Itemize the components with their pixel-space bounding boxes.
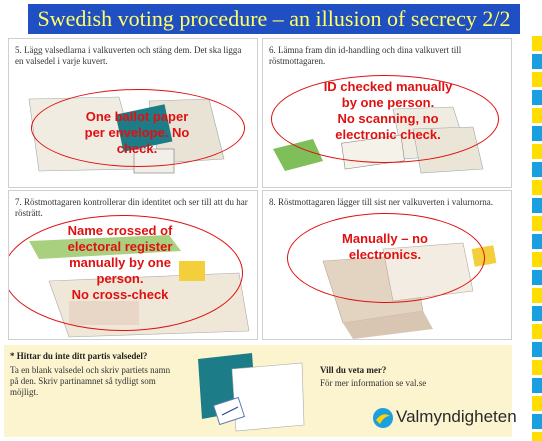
annotation-label: Name crossed of electoral register manua…	[67, 223, 173, 302]
info-right-text: För mer information se val.se	[320, 378, 427, 388]
info-right-title: Vill du veta mer?	[320, 365, 387, 375]
valmyndigheten-logo: Valmyndigheten	[370, 405, 517, 431]
info-left-title: * Hittar du inte ditt partis valsedel?	[10, 351, 148, 361]
step-8-panel: 8. Röstmottagaren lägger till sist ner v…	[262, 190, 512, 340]
slide-title: Swedish voting procedure – an illusion o…	[28, 4, 520, 34]
step-7-panel: 7. Röstmottagaren kontrollerar din ident…	[8, 190, 258, 340]
annotation-ellipse	[287, 213, 485, 303]
annotation-ellipse	[31, 89, 245, 167]
step-6-text: 6. Lämna fram din id-handling och dina v…	[269, 45, 462, 66]
step-8-text: 8. Röstmottagaren lägger till sist ner v…	[269, 197, 493, 207]
annotation-ellipse	[9, 215, 243, 331]
annotation-ellipse	[271, 75, 499, 163]
logo-icon	[373, 408, 393, 428]
blank-ballot-illustration	[198, 353, 305, 432]
step-5-panel: 5. Lägg valsedlarna i valkuverten och st…	[8, 38, 258, 188]
step-7-text: 7. Röstmottagaren kontrollerar din ident…	[15, 197, 248, 218]
step-5-text: 5. Lägg valsedlarna i valkuverten och st…	[15, 45, 242, 66]
annotation-label: Manually – no electronics.	[342, 231, 428, 262]
annotation-label: ID checked manually by one person. No sc…	[323, 79, 453, 142]
step-6-panel: 6. Lämna fram din id-handling och dina v…	[262, 38, 512, 188]
info-left-text: Ta en blank valsedel och skriv partiets …	[10, 365, 171, 397]
info-strip: * Hittar du inte ditt partis valsedel? T…	[4, 345, 517, 437]
decorative-stripe	[532, 36, 542, 441]
logo-text: Valmyndigheten	[396, 407, 517, 426]
annotation-label: One ballot paper per envelope. No check.	[84, 109, 190, 156]
